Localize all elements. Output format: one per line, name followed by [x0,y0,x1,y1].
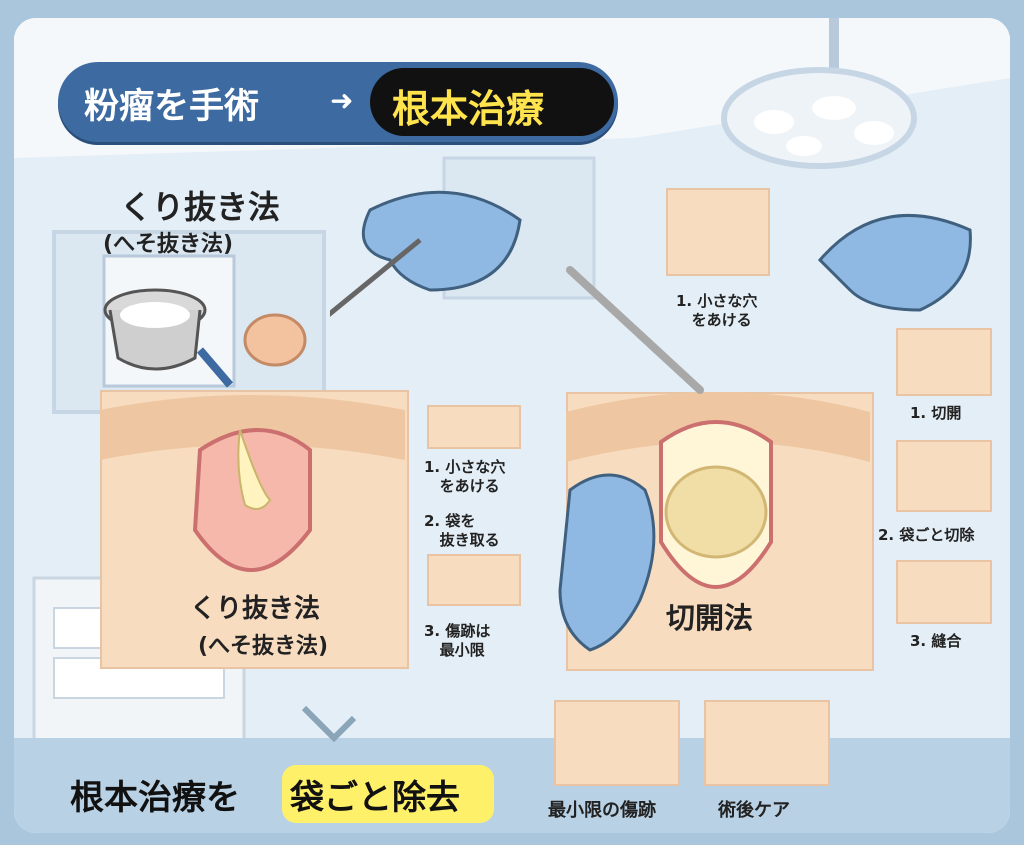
step-hole-image [427,405,521,449]
kurinuki-step-2: 2. 袋を 抜き取る [424,512,500,549]
title-left-text: 粉瘤を手術 [84,87,260,127]
kurinuki-heading-sub: (へそ抜き法) [103,232,234,257]
sekkai-step-suture-image [896,560,992,624]
title-right-text: 根本治療 [392,87,545,131]
result-postop-care: 術後ケア [718,800,790,821]
title-arrow-icon: ➜ [330,84,354,117]
glove-scalpel-icon [817,213,972,312]
bottom-highlight-box [282,765,494,823]
glove-forceps-icon [330,190,522,317]
glove-right-icon [558,473,656,652]
cyst-sac-icon [243,313,307,367]
kurinuki-step-1: 1. 小さな穴 をあける [424,458,506,495]
kurinuki-panel-label-sub: (へそ抜き法) [198,634,329,659]
postop-care-image [704,700,830,786]
title-highlight-box [370,68,614,136]
sekkai-step-incision-image [896,328,992,396]
sekkai-step-3: 3. 縫合 [910,632,962,650]
biopsy-punch-and-glove [103,288,307,388]
kurinuki-heading: くり抜き法 [120,188,281,226]
kurinuki-skin-diagram [100,395,405,572]
surgical-lamp-icon [721,67,917,169]
result-minimal-scar: 最小限の傷跡 [548,800,656,821]
sekkai-step-2: 2. 袋ごと切除 [878,526,975,544]
sekkai-panel-label: 切開法 [666,601,754,635]
scalpel-icon [566,266,704,394]
kurinuki-panel-label: くり抜き法 [190,594,321,624]
bottom-highlight-text: 袋ごと除去 [290,778,460,818]
step-scar-image [427,554,521,606]
sekkai-skin-diagram [566,392,870,589]
kurinuki-step-3: 3. 傷跡は 最小限 [424,622,491,659]
bottom-title: 根本治療を [70,778,240,818]
sekkai-step-removal-image [896,440,992,512]
sekkai-step-1: 1. 切開 [910,404,962,422]
sekkai-hole-image [666,188,770,276]
sekkai-top-step: 1. 小さな穴 をあける [676,292,758,329]
minimal-scar-image [554,700,680,786]
